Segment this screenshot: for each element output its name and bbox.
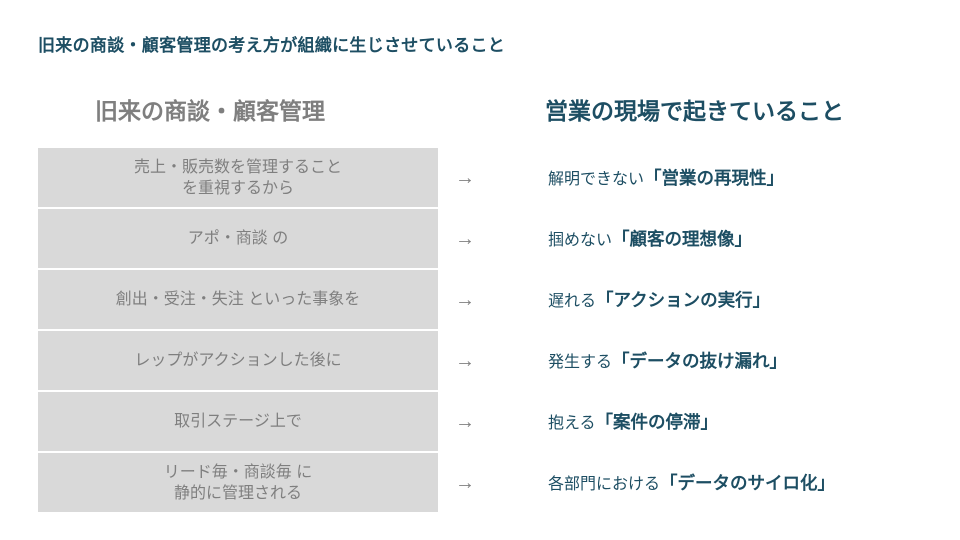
arrow-cell: → <box>438 473 548 493</box>
cause-line: を重視するから <box>181 179 294 197</box>
right-arrow-icon: → <box>455 166 475 189</box>
cause-line: 売上・販売数を管理すること <box>133 158 342 176</box>
cause-line: アポ・商談 の <box>187 230 289 247</box>
effect-lead: 遅れる <box>548 293 597 310</box>
row-4: レップがアクションした後に → 発生する「データの抜け漏れ」 <box>38 331 928 390</box>
effect-emphasis: 「顧客の理想像」 <box>612 229 753 249</box>
cause-line: 静的に管理される <box>173 484 302 502</box>
effect-text: 各部門における「データのサイロ化」 <box>548 470 835 495</box>
row-6: リード毎・商談毎 に 静的に管理される → 各部門における「データのサイロ化」 <box>38 453 928 512</box>
cause-box: 売上・販売数を管理すること を重視するから <box>38 148 438 207</box>
cause-line: リード毎・商談毎 に <box>163 463 313 481</box>
cause-box: アポ・商談 の <box>38 209 438 268</box>
cause-line: レップがアクションした後に <box>134 352 342 369</box>
arrow-cell: → <box>438 168 548 188</box>
cause-box: 取引ステージ上で <box>38 392 438 451</box>
right-arrow-icon: → <box>455 471 475 494</box>
effect-lead: 抱える <box>548 415 596 432</box>
arrow-cell: → <box>438 229 548 249</box>
effect-lead: 発生する <box>548 354 613 371</box>
arrow-cell: → <box>438 412 548 432</box>
arrow-cell: → <box>438 290 548 310</box>
left-column-header: 旧来の商談・顧客管理 <box>95 98 325 124</box>
cause-line: 創出・受注・失注 といった事象を <box>115 291 361 308</box>
right-arrow-icon: → <box>455 349 475 372</box>
right-arrow-icon: → <box>455 288 475 311</box>
right-arrow-icon: → <box>455 410 475 433</box>
arrow-cell: → <box>438 351 548 371</box>
effect-text: 発生する「データの抜け漏れ」 <box>548 348 787 373</box>
effect-emphasis: 「営業の再現性」 <box>644 168 785 188</box>
effect-text: 抱える「案件の停滞」 <box>548 409 718 434</box>
row-1: 売上・販売数を管理すること を重視するから → 解明できない「営業の再現性」 <box>38 148 928 207</box>
effect-emphasis: 「案件の停滞」 <box>595 412 719 432</box>
cause-line: 取引ステージ上で <box>174 413 302 430</box>
effect-text: 解明できない「営業の再現性」 <box>548 165 784 190</box>
effect-lead: 掴めない <box>548 232 613 249</box>
cause-effect-rows: 売上・販売数を管理すること を重視するから → 解明できない「営業の再現性」 ア… <box>38 148 928 514</box>
effect-text: 掴めない「顧客の理想像」 <box>548 226 752 251</box>
right-arrow-icon: → <box>455 227 475 250</box>
slide-title: 旧来の商談・顧客管理の考え方が組織に生じさせていること <box>38 36 506 55</box>
effect-lead: 解明できない <box>548 171 645 188</box>
effect-text: 遅れる「アクションの実行」 <box>548 287 770 312</box>
cause-box: 創出・受注・失注 といった事象を <box>38 270 438 329</box>
effect-emphasis: 「データの抜け漏れ」 <box>612 351 788 371</box>
effect-lead: 各部門における <box>548 476 661 493</box>
cause-box: リード毎・商談毎 に 静的に管理される <box>38 453 438 512</box>
effect-emphasis: 「データのサイロ化」 <box>660 473 836 493</box>
right-column-header: 営業の現場で起きていること <box>545 98 844 124</box>
row-2: アポ・商談 の → 掴めない「顧客の理想像」 <box>38 209 928 268</box>
effect-emphasis: 「アクションの実行」 <box>596 290 771 310</box>
cause-box: レップがアクションした後に <box>38 331 438 390</box>
row-5: 取引ステージ上で → 抱える「案件の停滞」 <box>38 392 928 451</box>
row-3: 創出・受注・失注 といった事象を → 遅れる「アクションの実行」 <box>38 270 928 329</box>
